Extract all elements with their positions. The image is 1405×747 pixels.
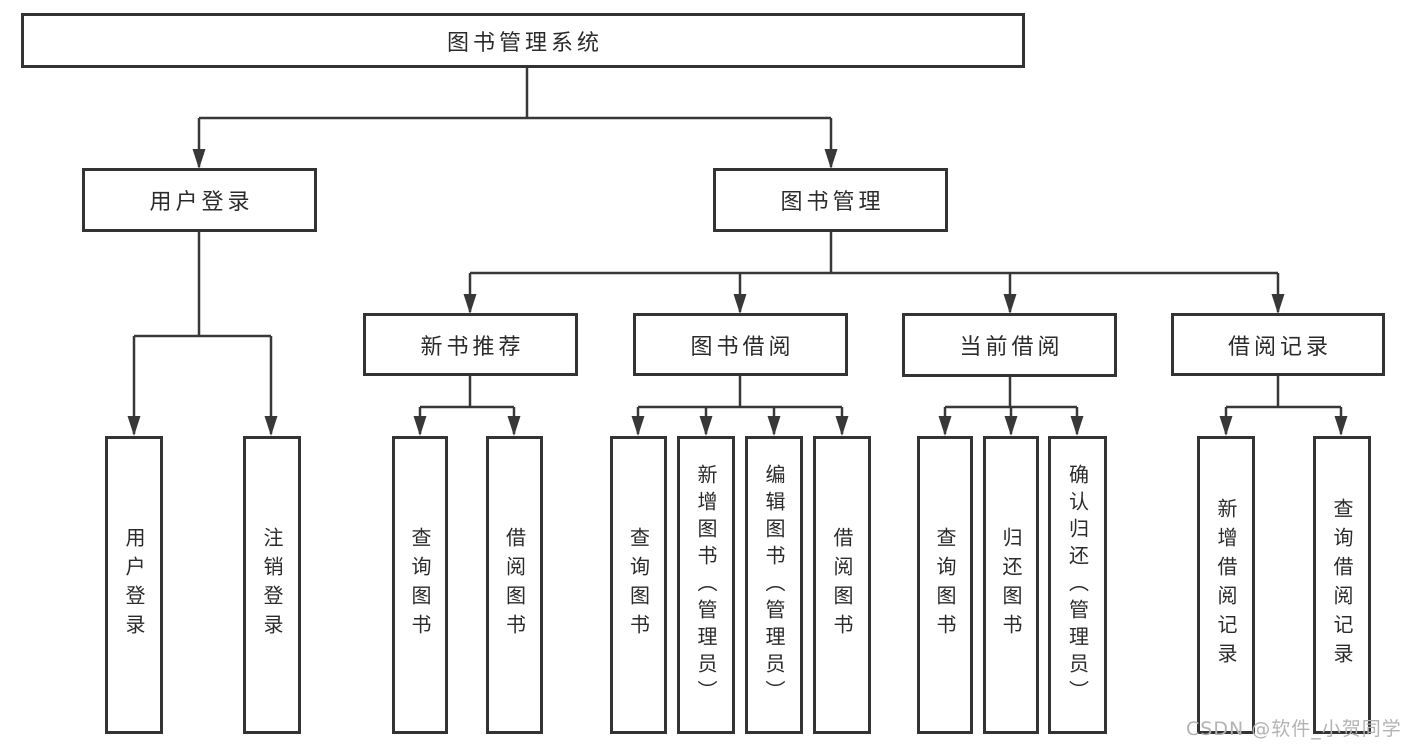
node-book-borrow: 图书借阅 (633, 313, 848, 376)
leaf-query-borrow-record: 查询借阅记录 (1313, 436, 1371, 734)
leaf-logout: 注销登录 (243, 436, 301, 734)
leaf-add-books-admin: 新增图书（管理员） (677, 436, 735, 734)
leaf-borrow-books-recommend: 借阅图书 (486, 436, 543, 734)
node-book-management: 图书管理 (713, 168, 948, 232)
leaf-query-books-borrow: 查询图书 (610, 436, 667, 734)
node-current-borrow: 当前借阅 (902, 313, 1117, 377)
leaf-add-borrow-record: 新增借阅记录 (1197, 436, 1255, 734)
leaf-confirm-return-admin: 确认归还（管理员） (1048, 436, 1107, 734)
leaf-query-books-current: 查询图书 (917, 436, 973, 734)
leaf-edit-books-admin: 编辑图书（管理员） (745, 436, 803, 734)
leaf-query-books-recommend: 查询图书 (392, 436, 448, 734)
node-system-root: 图书管理系统 (21, 13, 1025, 68)
csdn-watermark: CSDN @软件_小贺同学 (1186, 718, 1402, 740)
leaf-borrow-books: 借阅图书 (813, 436, 871, 734)
node-new-book-recommend: 新书推荐 (363, 313, 578, 376)
leaf-user-login: 用户登录 (105, 436, 163, 734)
node-borrow-records: 借阅记录 (1171, 313, 1385, 376)
node-user-login: 用户登录 (82, 168, 317, 232)
leaf-return-books: 归还图书 (983, 436, 1039, 734)
